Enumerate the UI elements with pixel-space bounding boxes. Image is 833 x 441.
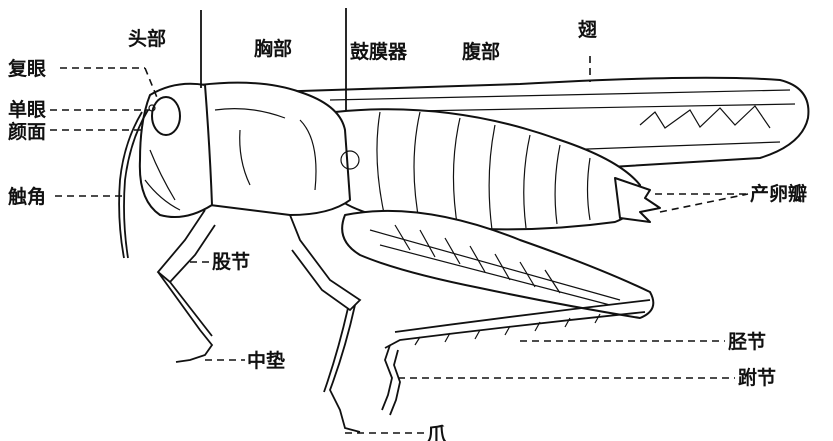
- compound-eye-shape: [152, 97, 180, 135]
- label-arolium: 中垫: [247, 349, 285, 372]
- label-wing: 翅: [578, 18, 597, 41]
- label-ocellus: 单眼: [8, 98, 46, 121]
- label-compound-eye: 复眼: [7, 57, 46, 80]
- label-abdomen: 腹部: [461, 40, 500, 63]
- label-face: 颜面: [8, 120, 46, 143]
- label-thorax: 胸部: [254, 37, 292, 60]
- label-head: 头部: [128, 27, 166, 50]
- label-antenna: 触角: [8, 185, 46, 208]
- label-tympanum: 鼓膜器: [350, 40, 408, 63]
- label-claw: 爪: [427, 423, 447, 441]
- label-tibia: 胫节: [728, 331, 766, 353]
- label-femur: 股节: [212, 251, 250, 273]
- label-ovipositor: 产卵瓣: [750, 182, 807, 205]
- label-tarsus: 跗节: [738, 366, 776, 389]
